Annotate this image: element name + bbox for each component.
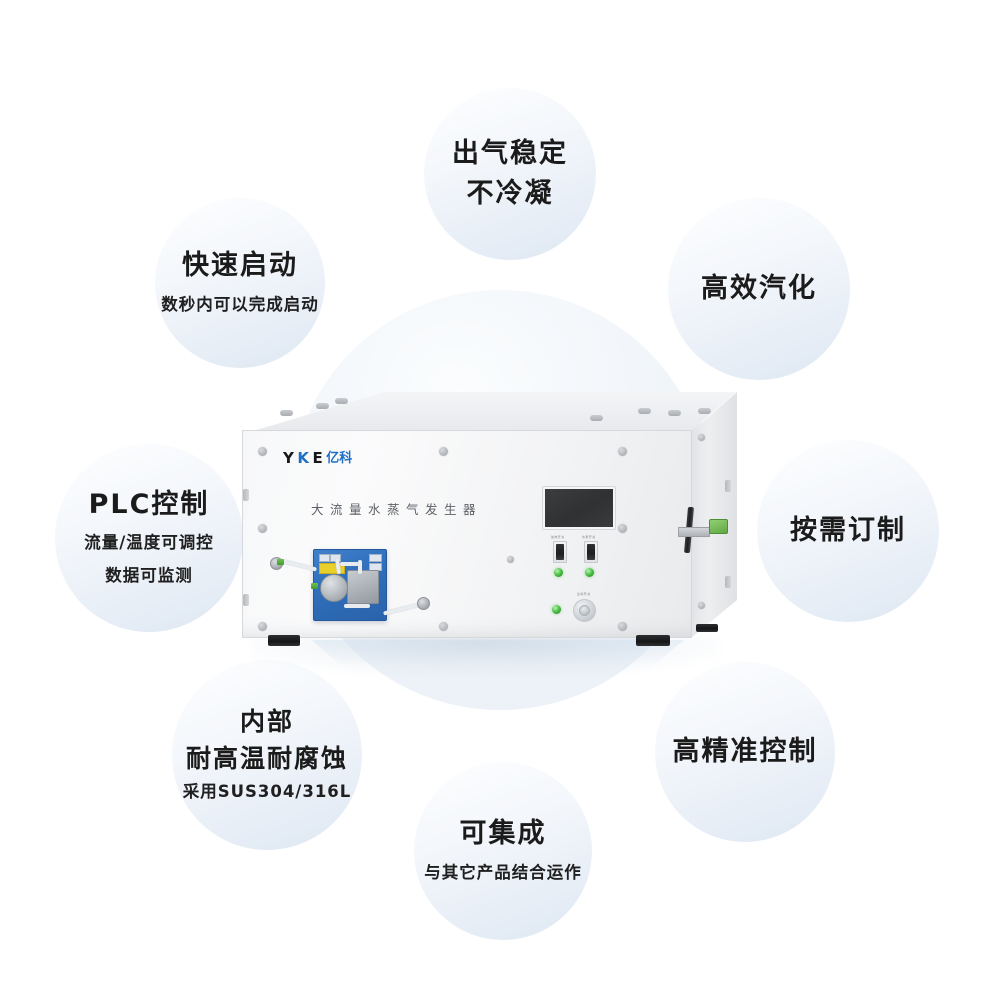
pump-green-fitting — [311, 583, 318, 589]
side-panel-hinge — [725, 576, 731, 588]
product-model-label: 大流量水蒸气发生器 — [311, 502, 483, 517]
feature-subtitle-secondary: 数据可监测 — [105, 566, 193, 586]
panel-screw — [258, 622, 267, 631]
feature-bubble-interior-material[interactable]: 内部 耐高温耐腐蚀 采用SUS304/316L — [172, 660, 362, 850]
feature-title-line1: PLC控制 — [88, 488, 210, 520]
emergency-stop-knob[interactable] — [573, 599, 596, 622]
top-screw — [280, 410, 293, 416]
product-foot — [268, 635, 300, 646]
heater-indicator-led — [554, 568, 563, 577]
outlet-tubing — [383, 602, 421, 616]
top-screw — [316, 403, 329, 409]
switch-label-right: 水泵开关 — [582, 535, 596, 539]
panel-screw — [507, 556, 514, 563]
floor-reflection — [312, 640, 684, 674]
inlet-tubing — [279, 558, 317, 572]
control-display-screen[interactable] — [543, 487, 615, 529]
pump-head — [347, 570, 379, 604]
feature-subtitle: 采用SUS304/316L — [182, 782, 352, 802]
product-foot — [636, 635, 670, 646]
feature-bubble-high-precision-control[interactable]: 高精准控制 — [655, 662, 835, 842]
feature-title-line1: 出气稳定 — [452, 137, 568, 169]
panel-screw — [439, 622, 448, 631]
knob-label: 急停开关 — [577, 592, 591, 596]
feature-title-line1: 按需订制 — [790, 514, 906, 546]
product-foot — [696, 624, 718, 632]
feature-bubble-fast-start[interactable]: 快速启动 数秒内可以完成启动 — [155, 198, 325, 368]
pump-chip — [369, 554, 382, 562]
pump-toggle-switch[interactable] — [584, 541, 598, 563]
heater-toggle-switch[interactable] — [553, 541, 567, 563]
feature-subtitle: 与其它产品结合运作 — [424, 862, 582, 882]
top-screw — [335, 398, 348, 404]
inlet-green-fitting — [277, 559, 284, 565]
brand-letter-y: Y — [283, 449, 294, 467]
power-indicator-led — [552, 605, 561, 614]
door-latch-plate — [678, 527, 710, 537]
feature-subtitle: 数秒内可以完成启动 — [161, 294, 319, 314]
feature-subtitle: 流量/温度可调控 — [84, 533, 214, 553]
feature-title-line2: 不冷凝 — [466, 177, 554, 209]
top-screw — [698, 408, 711, 414]
panel-screw — [618, 447, 627, 456]
panel-hinge — [243, 489, 249, 501]
switch-label-left: 加热开关 — [551, 535, 565, 539]
feature-title-line1: 高效汽化 — [701, 272, 817, 304]
pump-loop-tube — [340, 562, 362, 566]
top-screw — [590, 415, 603, 421]
outlet-port-fitting[interactable] — [417, 597, 430, 610]
pump-chip — [319, 554, 330, 562]
feature-title-line1: 可集成 — [459, 818, 547, 850]
pump-warning-label — [319, 563, 345, 574]
feature-bubble-efficient-vaporization[interactable]: 高效汽化 — [668, 198, 850, 380]
panel-screw — [439, 447, 448, 456]
door-latch-green-lever[interactable] — [709, 519, 728, 534]
panel-hinge — [243, 594, 249, 606]
pump-base-tube — [344, 604, 370, 608]
brand-letter-e: E — [312, 449, 323, 467]
side-panel-hinge — [725, 480, 731, 492]
side-panel-screw — [698, 434, 705, 441]
feature-bubble-plc-control[interactable]: PLC控制 流量/温度可调控 数据可监测 — [55, 444, 243, 632]
brand-name-cn: 亿科 — [326, 451, 353, 466]
panel-screw — [258, 447, 267, 456]
feature-bubble-integrable[interactable]: 可集成 与其它产品结合运作 — [414, 762, 592, 940]
top-screw — [668, 410, 681, 416]
feature-title-line1: 快速启动 — [182, 250, 298, 282]
feature-title-line2: 耐高温耐腐蚀 — [185, 744, 348, 774]
product-top-panel — [250, 392, 736, 432]
brand-letter-k: K — [297, 449, 309, 467]
top-screw — [638, 408, 651, 414]
panel-screw — [258, 524, 267, 533]
metering-pump-module — [311, 549, 387, 621]
side-panel-screw — [698, 602, 705, 609]
feature-title-line1: 内部 — [239, 707, 294, 737]
feature-bubble-stable-gas-output[interactable]: 出气稳定 不冷凝 — [424, 88, 596, 260]
pump-indicator-led — [585, 568, 594, 577]
feature-title-line1: 高精准控制 — [672, 735, 818, 767]
panel-screw — [618, 524, 627, 533]
pump-outlet-tube — [358, 560, 362, 574]
feature-bubble-made-to-order[interactable]: 按需订制 — [757, 440, 939, 622]
panel-screw — [618, 622, 627, 631]
pump-motor-disc — [320, 574, 348, 602]
